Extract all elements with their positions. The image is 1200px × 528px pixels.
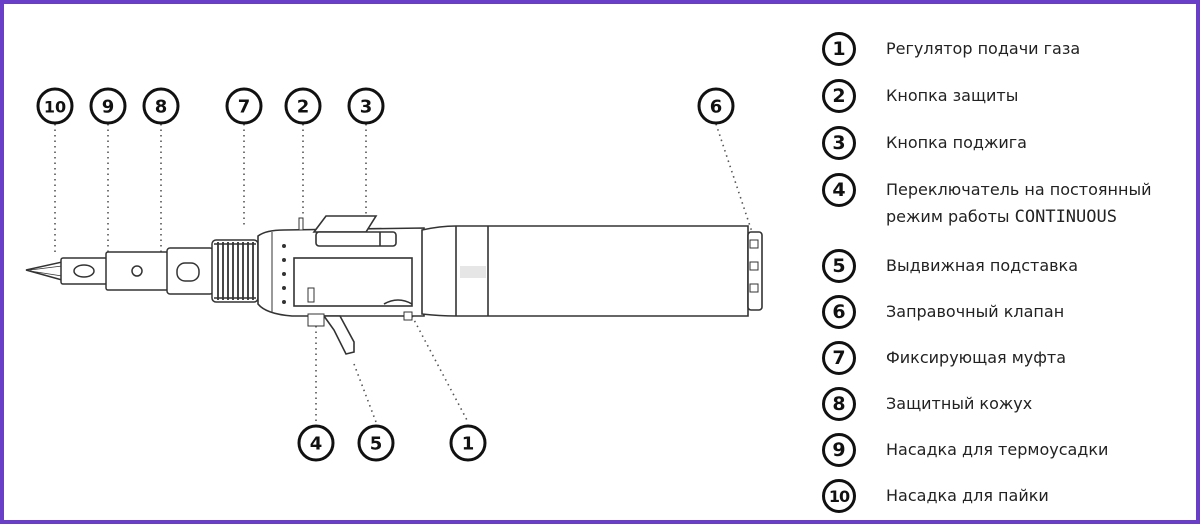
- callout-8: 8: [142, 87, 180, 125]
- svg-text:1: 1: [462, 434, 475, 455]
- fixing-sleeve: [211, 239, 259, 303]
- gas-tank: [421, 225, 763, 317]
- callout-10: 10: [36, 87, 74, 125]
- callout-7: 7: [225, 87, 263, 125]
- callout-2: 2: [284, 87, 322, 125]
- legend-badge: 1: [822, 32, 856, 66]
- svg-text:6: 6: [710, 97, 723, 118]
- svg-text:7: 7: [238, 97, 251, 118]
- legend-badge: 9: [822, 433, 856, 467]
- legend-label: Заправочный клапан: [886, 302, 1065, 321]
- leader-6: [715, 123, 753, 233]
- legend-badge: 6: [822, 295, 856, 329]
- callout-5: 5: [357, 424, 395, 462]
- callout-3: 3: [347, 87, 385, 125]
- legend-badge: 7: [822, 341, 856, 375]
- svg-text:9: 9: [102, 97, 115, 118]
- soldering-iron-drawing: 10 9 8 7 2 3 6 4 5 1: [25, 87, 763, 462]
- legend-badge: 5: [822, 249, 856, 283]
- legend-label: Регулятор подачи газа: [886, 39, 1081, 58]
- soldering-tip: [25, 247, 214, 295]
- handle-body: [257, 215, 425, 355]
- svg-text:3: 3: [360, 97, 373, 118]
- legend-badge: 8: [822, 387, 856, 421]
- legend-label: Переключатель на постоянный: [886, 180, 1152, 199]
- svg-text:8: 8: [155, 97, 168, 118]
- leader-5: [353, 363, 377, 423]
- svg-text:4: 4: [310, 434, 323, 455]
- leader-1: [411, 315, 469, 423]
- callout-4: 4: [297, 424, 335, 462]
- legend-label-prefix: режим работы: [886, 207, 1015, 226]
- continuous-mode-label: CONTINUOUS: [1014, 207, 1117, 227]
- svg-text:2: 2: [297, 97, 310, 118]
- legend-label: Насадка для термоусадки: [886, 440, 1109, 459]
- leader-lines: [54, 123, 753, 423]
- legend-label: Защитный кожух: [886, 394, 1033, 413]
- legend-label: Выдвижная подставка: [886, 256, 1079, 275]
- callout-6: 6: [697, 87, 735, 125]
- legend-label: Кнопка защиты: [886, 86, 1019, 105]
- legend-badge: 4: [822, 173, 856, 207]
- svg-text:5: 5: [370, 434, 383, 455]
- legend-badge: 3: [822, 126, 856, 160]
- legend-badge: 10: [822, 479, 856, 513]
- legend-label: Насадка для пайки: [886, 486, 1049, 505]
- legend-label-line2: режим работы CONTINUOUS: [886, 203, 1117, 231]
- legend-label: Фиксирующая муфта: [886, 348, 1067, 367]
- callout-badges: 10 9 8 7 2 3 6 4 5 1: [36, 87, 735, 462]
- legend-badge: 2: [822, 79, 856, 113]
- callout-9: 9: [89, 87, 127, 125]
- callout-1: 1: [449, 424, 487, 462]
- legend-label: Кнопка поджига: [886, 133, 1027, 152]
- svg-text:10: 10: [44, 98, 66, 117]
